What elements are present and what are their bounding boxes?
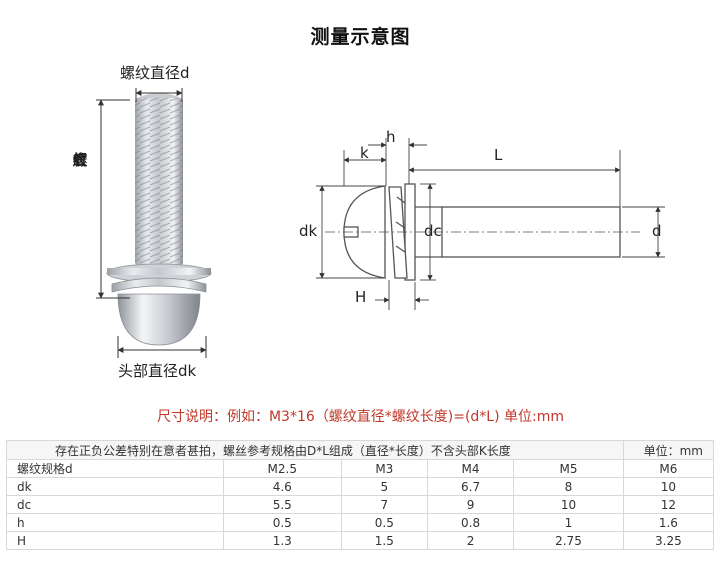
table-cell: 12 (622, 495, 715, 514)
thread-length-char: 纹 (72, 151, 88, 169)
table-row-name: dk (6, 477, 224, 496)
table-cell: 4.6 (222, 477, 342, 496)
h-dimension-label: h (386, 128, 396, 146)
table-row: dc 5.5 7 9 10 12 (6, 495, 715, 514)
table-cell: 0.5 (222, 513, 342, 532)
table-cell: 9 (426, 495, 515, 514)
table-row: h 0.5 0.5 0.8 1 1.6 (6, 513, 715, 532)
photo-dimension-lines (96, 88, 207, 358)
table-cell: 6.7 (426, 477, 515, 496)
table-unit: 单位：mm (622, 440, 715, 460)
thread-length-char: 长 (72, 151, 88, 169)
table-cell: 3.25 (622, 531, 715, 550)
table-row: H 1.3 1.5 2 2.75 3.25 (6, 531, 715, 550)
table-cell: 5 (340, 477, 428, 496)
dc-dimension-label: dc (424, 222, 442, 240)
table-row-name: h (6, 513, 224, 532)
spec-table: 存在正负公差特别在意者甚拍，螺丝参考规格由D*L组成（直径*长度）不含头部K长度… (6, 440, 715, 550)
d-dimension-label: d (652, 222, 662, 240)
table-header-cell: M2.5 (222, 459, 342, 478)
table-row: dk 4.6 5 6.7 8 10 (6, 477, 715, 496)
table-header-cell: M5 (513, 459, 624, 478)
table-cell: 8 (513, 477, 624, 496)
thread-length-char: 螺 (72, 151, 88, 169)
table-header-cell: M6 (622, 459, 715, 478)
H-dimension-label: H (355, 288, 367, 306)
table-note: 存在正负公差特别在意者甚拍，螺丝参考规格由D*L组成（直径*长度）不含头部K长度 (6, 440, 624, 460)
thread-length-char: 度 (72, 151, 88, 169)
k-dimension-label: k (360, 144, 369, 162)
thread-length-char: L (75, 151, 85, 169)
table-header-cell: M3 (340, 459, 428, 478)
table-cell: 7 (340, 495, 428, 514)
size-note: 尺寸说明：例如：M3*16（螺纹直径*螺纹长度)=(d*L) 单位:mm (156, 409, 565, 425)
table-header-cell: 螺纹规格d (6, 459, 224, 478)
table-cell: 1.6 (622, 513, 715, 532)
table-cell: 10 (622, 477, 715, 496)
table-cell: 0.5 (340, 513, 428, 532)
page-title: 测量示意图 (310, 26, 411, 48)
dk-dimension-label: dk (299, 222, 318, 240)
table-cell: 1 (513, 513, 624, 532)
measurement-diagram (96, 88, 665, 358)
table-row-name: H (6, 531, 224, 550)
drawing-dimension-lines (316, 138, 665, 310)
table-header-row: 螺纹规格d M2.5 M3 M4 M5 M6 (6, 459, 715, 478)
table-cell: 0.8 (426, 513, 515, 532)
L-dimension-label: L (494, 146, 503, 164)
thread-diameter-label: 螺纹直径d (120, 64, 190, 82)
table-header-cell: M4 (426, 459, 515, 478)
table-cell: 2 (426, 531, 515, 550)
table-cell: 1.3 (222, 531, 342, 550)
table-note-row: 存在正负公差特别在意者甚拍，螺丝参考规格由D*L组成（直径*长度）不含头部K长度… (6, 440, 715, 460)
table-cell: 5.5 (222, 495, 342, 514)
screw-photo (106, 93, 212, 346)
table-row-name: dc (6, 495, 224, 514)
table-cell: 1.5 (340, 531, 428, 550)
table-cell: 2.75 (513, 531, 624, 550)
table-cell: 10 (513, 495, 624, 514)
head-diameter-label: 头部直径dk (118, 362, 197, 380)
